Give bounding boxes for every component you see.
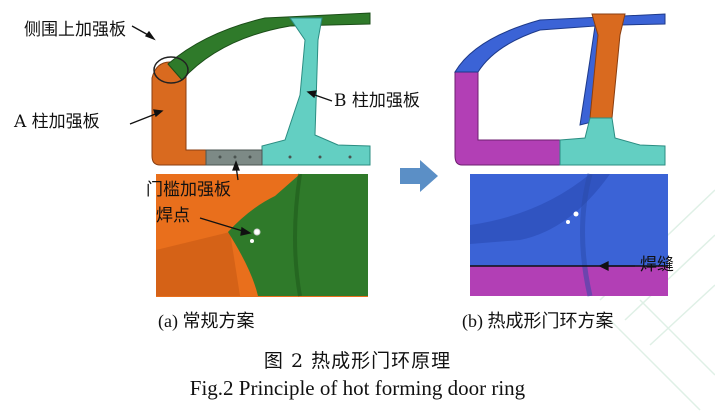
figure-caption-en: Fig.2 Principle of hot forming door ring — [189, 376, 526, 400]
door-ring-conventional — [151, 12, 371, 166]
label-b-pillar: B 柱加强板 — [334, 91, 420, 111]
spot-weld-dot — [253, 228, 261, 236]
hf-cyan-part — [559, 117, 666, 166]
figure-caption-cn: 图 2 热成形门环原理 — [263, 350, 452, 372]
subcaption-b: (b) 热成形门环方案 — [462, 311, 614, 331]
hf-blue-part — [454, 13, 666, 126]
side-upper-reinforcement-part — [167, 12, 371, 81]
callout-lines — [129, 25, 635, 272]
zoom-conventional — [156, 173, 368, 297]
label-a-pillar: A 柱加强板 — [14, 112, 100, 132]
joint-highlight-circle — [153, 56, 189, 84]
label-side-upper-reinforcement: 侧围上加强板 — [24, 20, 126, 40]
door-ring-hot-forming — [454, 13, 666, 166]
label-spot-weld: 焊点 — [156, 206, 190, 226]
zoom-hot-forming — [470, 173, 668, 297]
label-weld-seam: 焊缝 — [640, 255, 674, 275]
a-pillar-part — [151, 61, 207, 166]
transition-arrow — [400, 160, 438, 192]
zoom-green-part — [228, 174, 368, 296]
subcaption-a: (a) 常规方案 — [158, 311, 255, 331]
label-sill: 门槛加强板 — [146, 180, 231, 200]
hf-magenta-part — [454, 69, 561, 166]
